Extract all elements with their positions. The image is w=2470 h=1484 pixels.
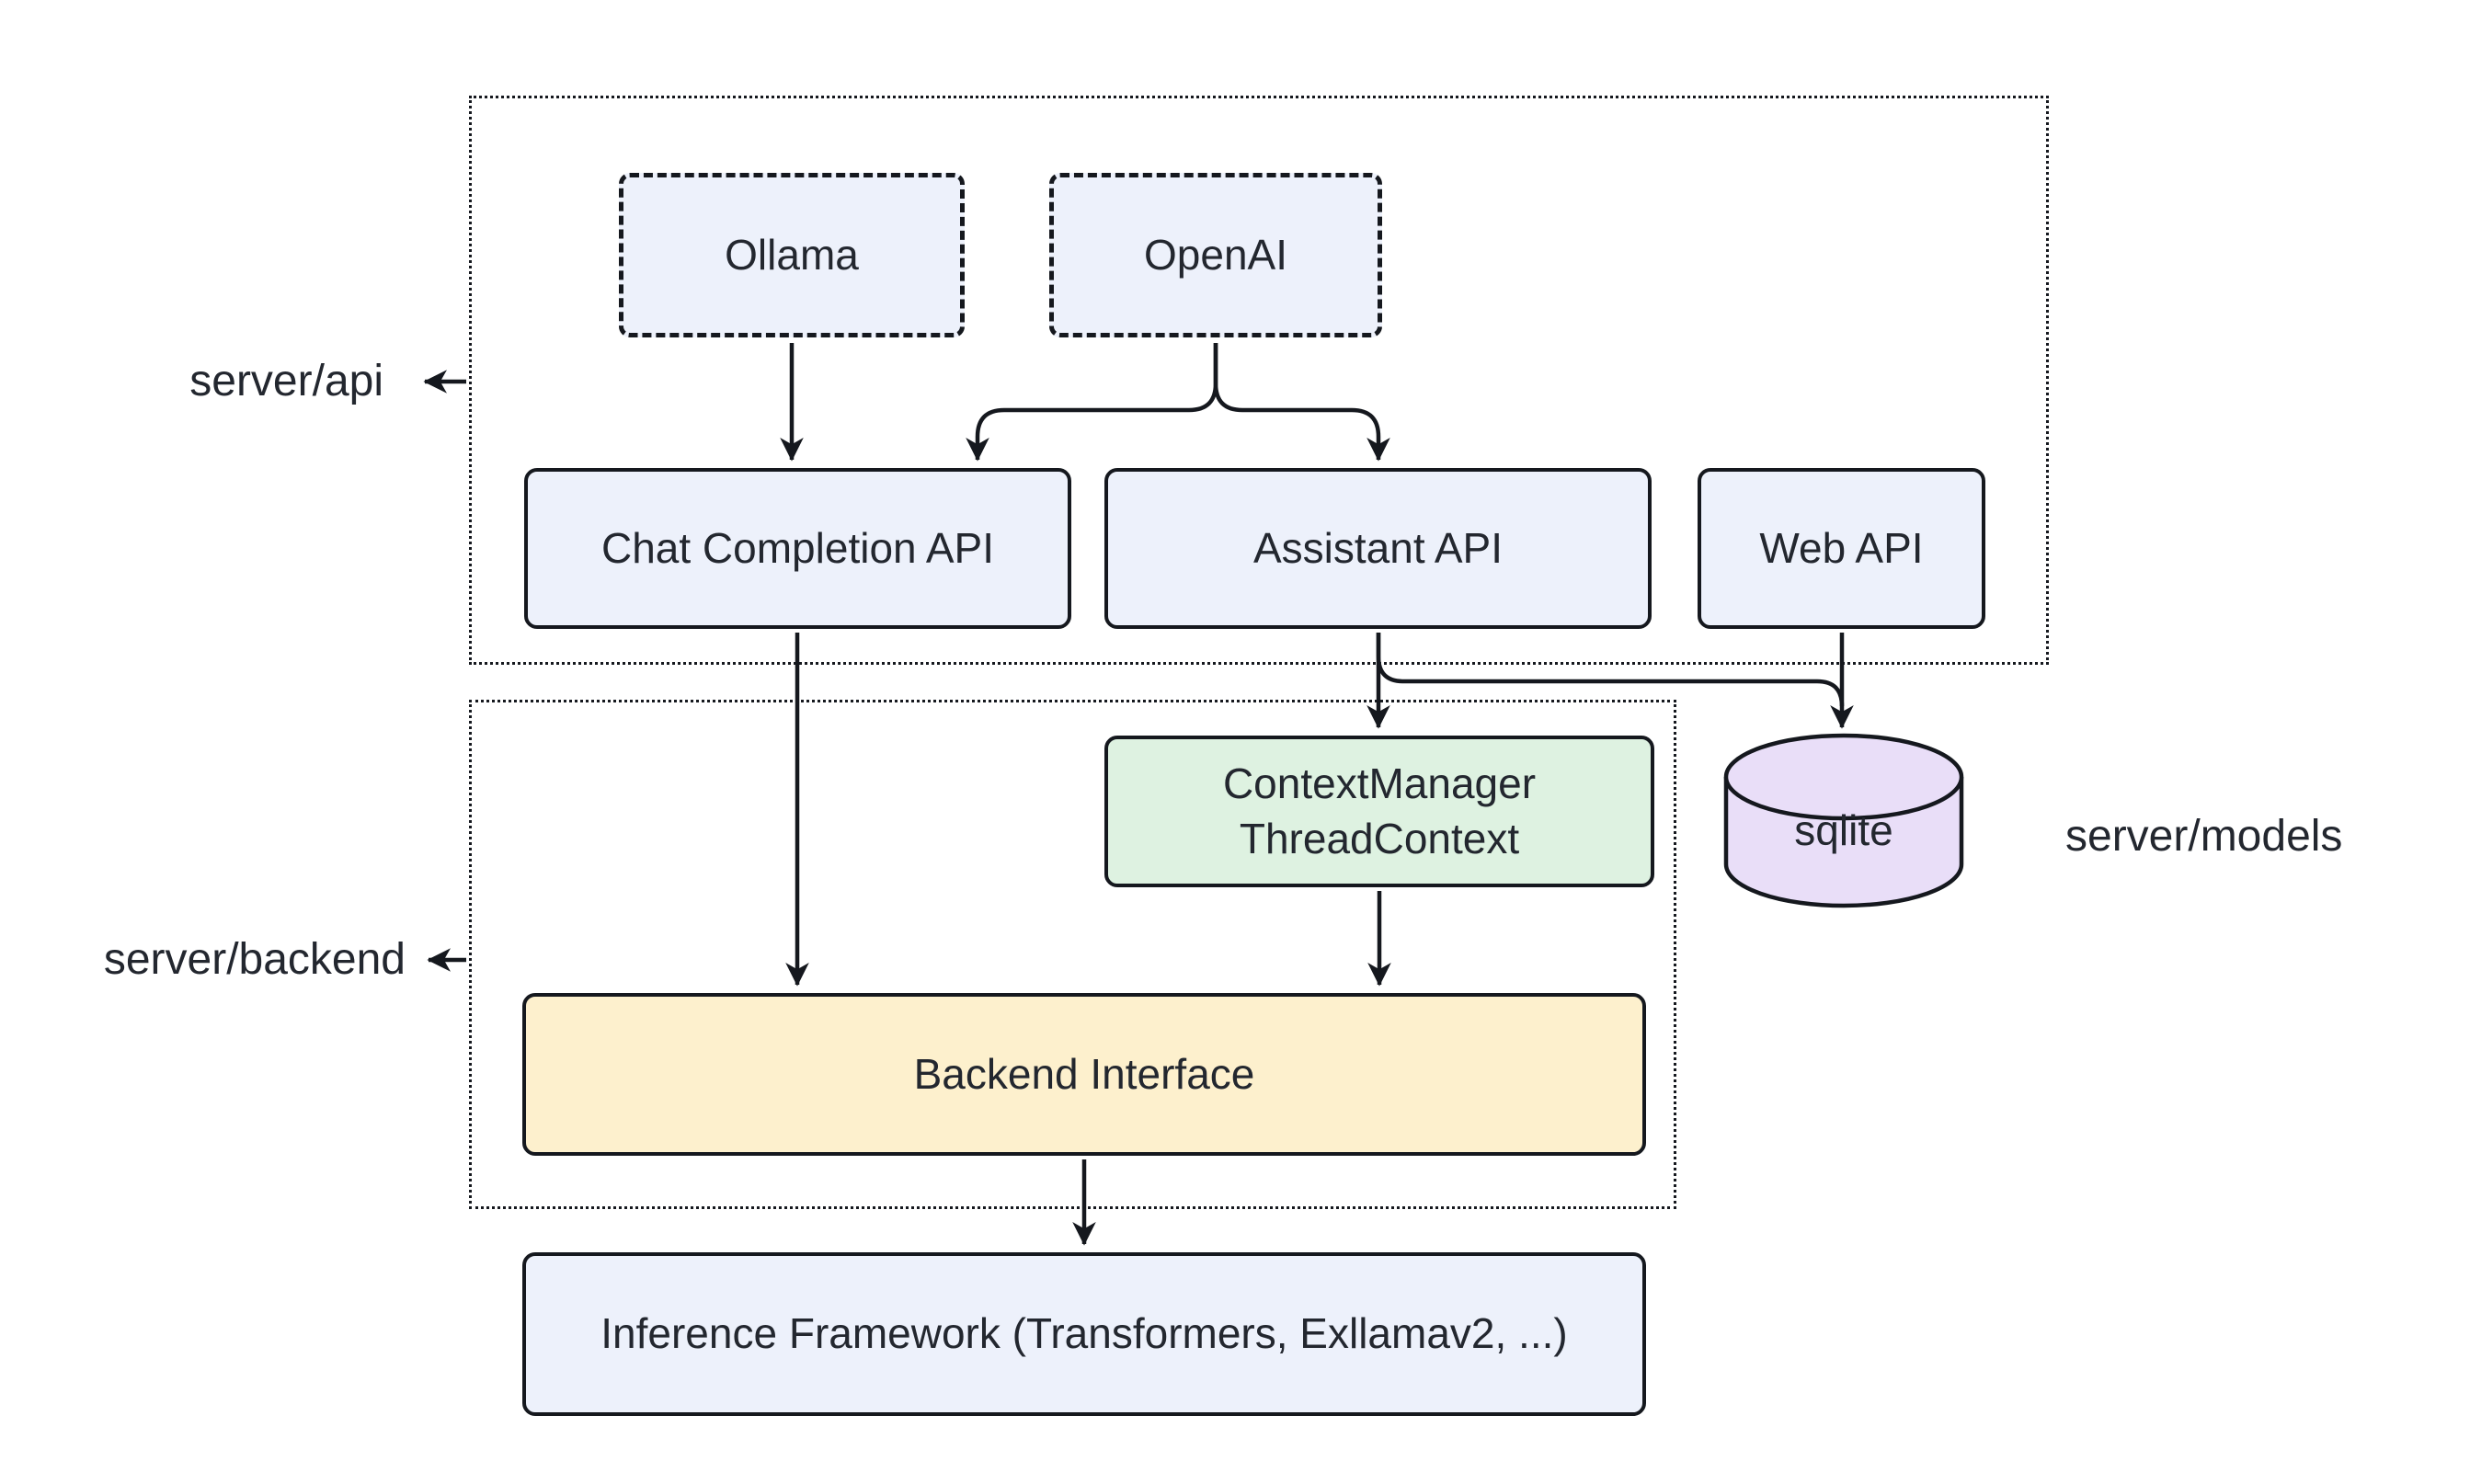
node-assistant-api-label: Assistant API (1252, 523, 1503, 572)
node-assistant-api: Assistant API (1104, 468, 1652, 629)
node-backend-interface: Backend Interface (522, 993, 1646, 1156)
server-models-label: server/models (2065, 812, 2343, 861)
node-backend-interface-label: Backend Interface (913, 1049, 1255, 1098)
node-openai-label: OpenAI (1144, 230, 1287, 279)
server-backend-label: server/backend (103, 935, 406, 984)
node-ollama-label: Ollama (725, 230, 859, 279)
node-ollama: Ollama (619, 173, 965, 337)
node-web-api-label: Web API (1759, 523, 1924, 572)
server-api-container (469, 96, 2049, 665)
node-sqlite-label: sqlite (1794, 806, 1893, 854)
node-context-manager: ContextManager ThreadContext (1104, 736, 1654, 887)
node-openai: OpenAI (1049, 173, 1382, 337)
server-api-label: server/api (189, 357, 383, 405)
node-chat-completion-api-label: Chat Completion API (600, 523, 994, 572)
node-chat-completion-api: Chat Completion API (524, 468, 1071, 629)
node-inference-framework-label: Inference Framework (Transformers, Exlla… (600, 1309, 1568, 1358)
node-context-manager-line2: ThreadContext (1239, 814, 1520, 862)
node-context-manager-line1: ContextManager (1222, 759, 1537, 807)
node-inference-framework: Inference Framework (Transformers, Exlla… (522, 1252, 1646, 1416)
server-backend-container (469, 700, 1676, 1209)
node-web-api: Web API (1698, 468, 1985, 629)
